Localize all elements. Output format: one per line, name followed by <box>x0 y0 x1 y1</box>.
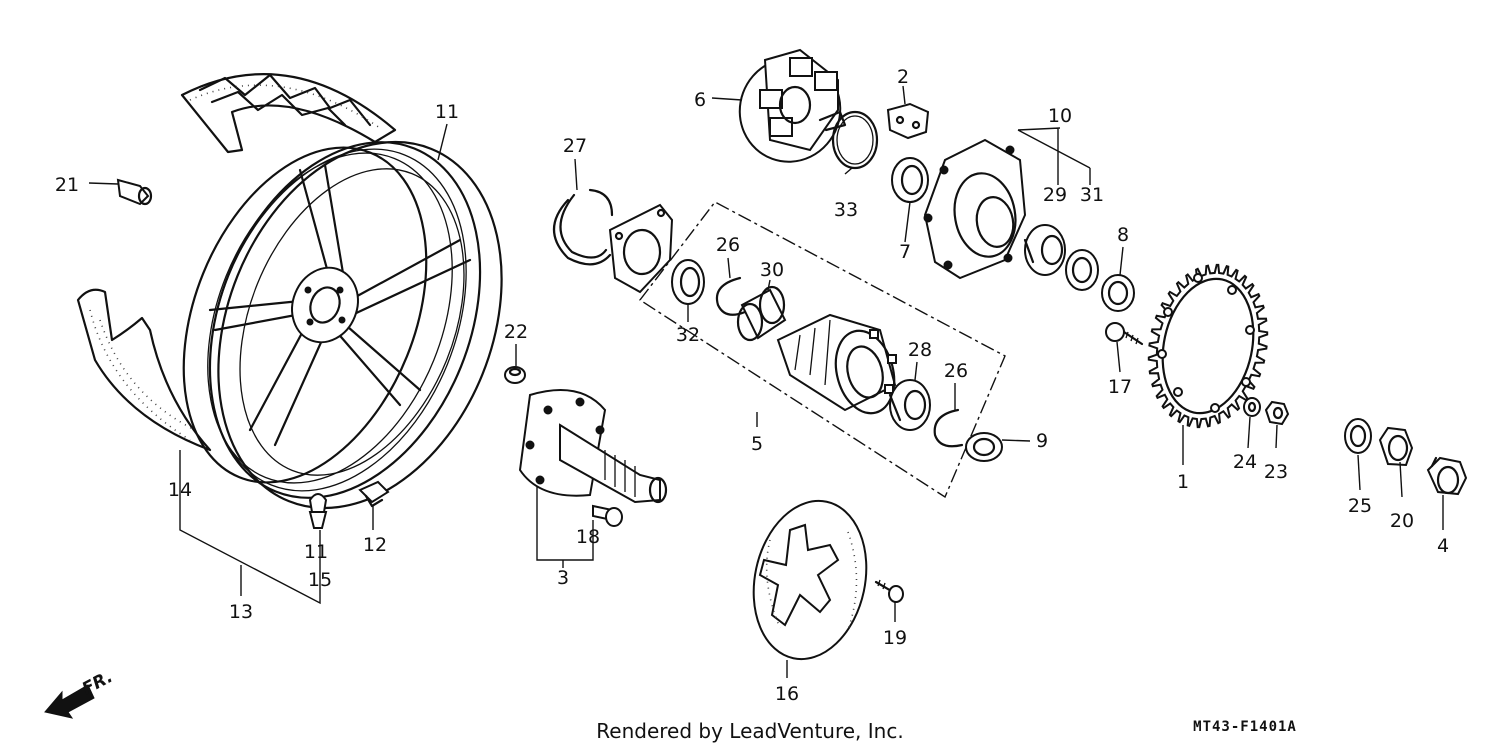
o-ring[interactable] <box>831 110 879 170</box>
axle-nut[interactable] <box>1378 426 1414 467</box>
washer-25[interactable] <box>1344 418 1372 454</box>
needle-bearing[interactable] <box>736 285 787 342</box>
oil-seal-32[interactable] <box>671 259 705 305</box>
callout-11-wheel[interactable]: 11 <box>435 101 459 123</box>
callout-26-upper[interactable]: 26 <box>716 234 740 256</box>
front-direction-arrow: FR. <box>44 667 116 719</box>
callout-14[interactable]: 14 <box>168 479 192 501</box>
callout-22[interactable]: 22 <box>504 321 528 343</box>
callout-33[interactable]: 33 <box>834 199 858 221</box>
callout-28[interactable]: 28 <box>908 339 932 361</box>
collar-22[interactable] <box>504 366 526 384</box>
callout-3[interactable]: 3 <box>557 567 569 589</box>
callout-24[interactable]: 24 <box>1233 451 1257 473</box>
brake-disc[interactable] <box>740 490 881 669</box>
callout-21[interactable]: 21 <box>55 174 79 196</box>
callout-5[interactable]: 5 <box>751 433 763 455</box>
callout-8[interactable]: 8 <box>1117 224 1129 246</box>
diagram-code: MT43-F1401A <box>1193 719 1297 735</box>
nut-23[interactable] <box>1264 400 1290 426</box>
callout-19[interactable]: 19 <box>883 627 907 649</box>
driven-flange-housing[interactable] <box>923 138 1027 280</box>
circlip-26-lower[interactable] <box>933 408 964 448</box>
callout-10[interactable]: 10 <box>1048 105 1072 127</box>
callout-12[interactable]: 12 <box>363 534 387 556</box>
oil-seal-9[interactable] <box>965 432 1003 462</box>
final-driven-flange[interactable] <box>518 389 668 504</box>
callout-1[interactable]: 1 <box>1177 471 1189 493</box>
sub-assembly-bracket <box>638 201 1006 499</box>
o-ring-inner <box>836 115 874 165</box>
credit-text: Rendered by LeadVenture, Inc. <box>596 719 903 743</box>
driven-flange-hub[interactable] <box>776 313 903 420</box>
callout-6[interactable]: 6 <box>694 89 706 111</box>
washer-24[interactable] <box>1243 397 1261 417</box>
callout-16[interactable]: 16 <box>775 683 799 705</box>
callout-4[interactable]: 4 <box>1437 535 1449 557</box>
leader-lines <box>88 85 1444 678</box>
air-valve[interactable] <box>116 178 153 206</box>
callout-13[interactable]: 13 <box>229 601 253 623</box>
callout-29[interactable]: 29 <box>1043 184 1067 206</box>
axle-cap[interactable] <box>1426 456 1468 496</box>
callout-25[interactable]: 25 <box>1348 495 1372 517</box>
circlip[interactable] <box>553 188 614 266</box>
callout-23[interactable]: 23 <box>1264 461 1288 483</box>
driven-sprocket[interactable] <box>1147 263 1269 429</box>
balance-weight[interactable] <box>358 480 390 508</box>
tire-lower-half[interactable] <box>76 288 212 452</box>
ball-bearing-28[interactable] <box>888 379 931 431</box>
callout-27[interactable]: 27 <box>563 135 587 157</box>
bolt-18[interactable] <box>592 504 623 527</box>
oil-seal-7[interactable] <box>891 157 929 203</box>
cast-wheel[interactable] <box>137 99 553 550</box>
damper-rubber[interactable] <box>886 102 930 140</box>
callout-labels: 1 2 3 4 5 6 7 8 9 10 11 11 12 13 14 15 1… <box>55 66 1449 705</box>
callout-2[interactable]: 2 <box>897 66 909 88</box>
callout-7[interactable]: 7 <box>899 241 911 263</box>
collar-8[interactable] <box>1101 274 1135 312</box>
circlip-26-upper[interactable] <box>715 276 747 316</box>
callout-31[interactable]: 31 <box>1080 184 1104 206</box>
callout-20[interactable]: 20 <box>1390 510 1414 532</box>
ball-bearing-29[interactable] <box>1023 224 1066 276</box>
oil-seal-31[interactable] <box>1065 249 1099 291</box>
callout-30[interactable]: 30 <box>760 259 784 281</box>
bolt-19[interactable] <box>874 579 904 603</box>
tire-valve-stem[interactable] <box>308 493 328 529</box>
callout-9[interactable]: 9 <box>1036 430 1048 452</box>
callout-17[interactable]: 17 <box>1108 376 1132 398</box>
damper-rubber-holder[interactable] <box>725 44 855 176</box>
callout-18[interactable]: 18 <box>576 526 600 548</box>
callout-11-valve[interactable]: 11 <box>304 541 328 563</box>
callout-32[interactable]: 32 <box>676 324 700 346</box>
seal-plate[interactable] <box>608 203 674 294</box>
tire-upper-half[interactable] <box>180 73 397 154</box>
stud-bolt[interactable] <box>1105 322 1144 346</box>
callout-26-lower[interactable]: 26 <box>944 360 968 382</box>
callout-15[interactable]: 15 <box>308 569 332 591</box>
